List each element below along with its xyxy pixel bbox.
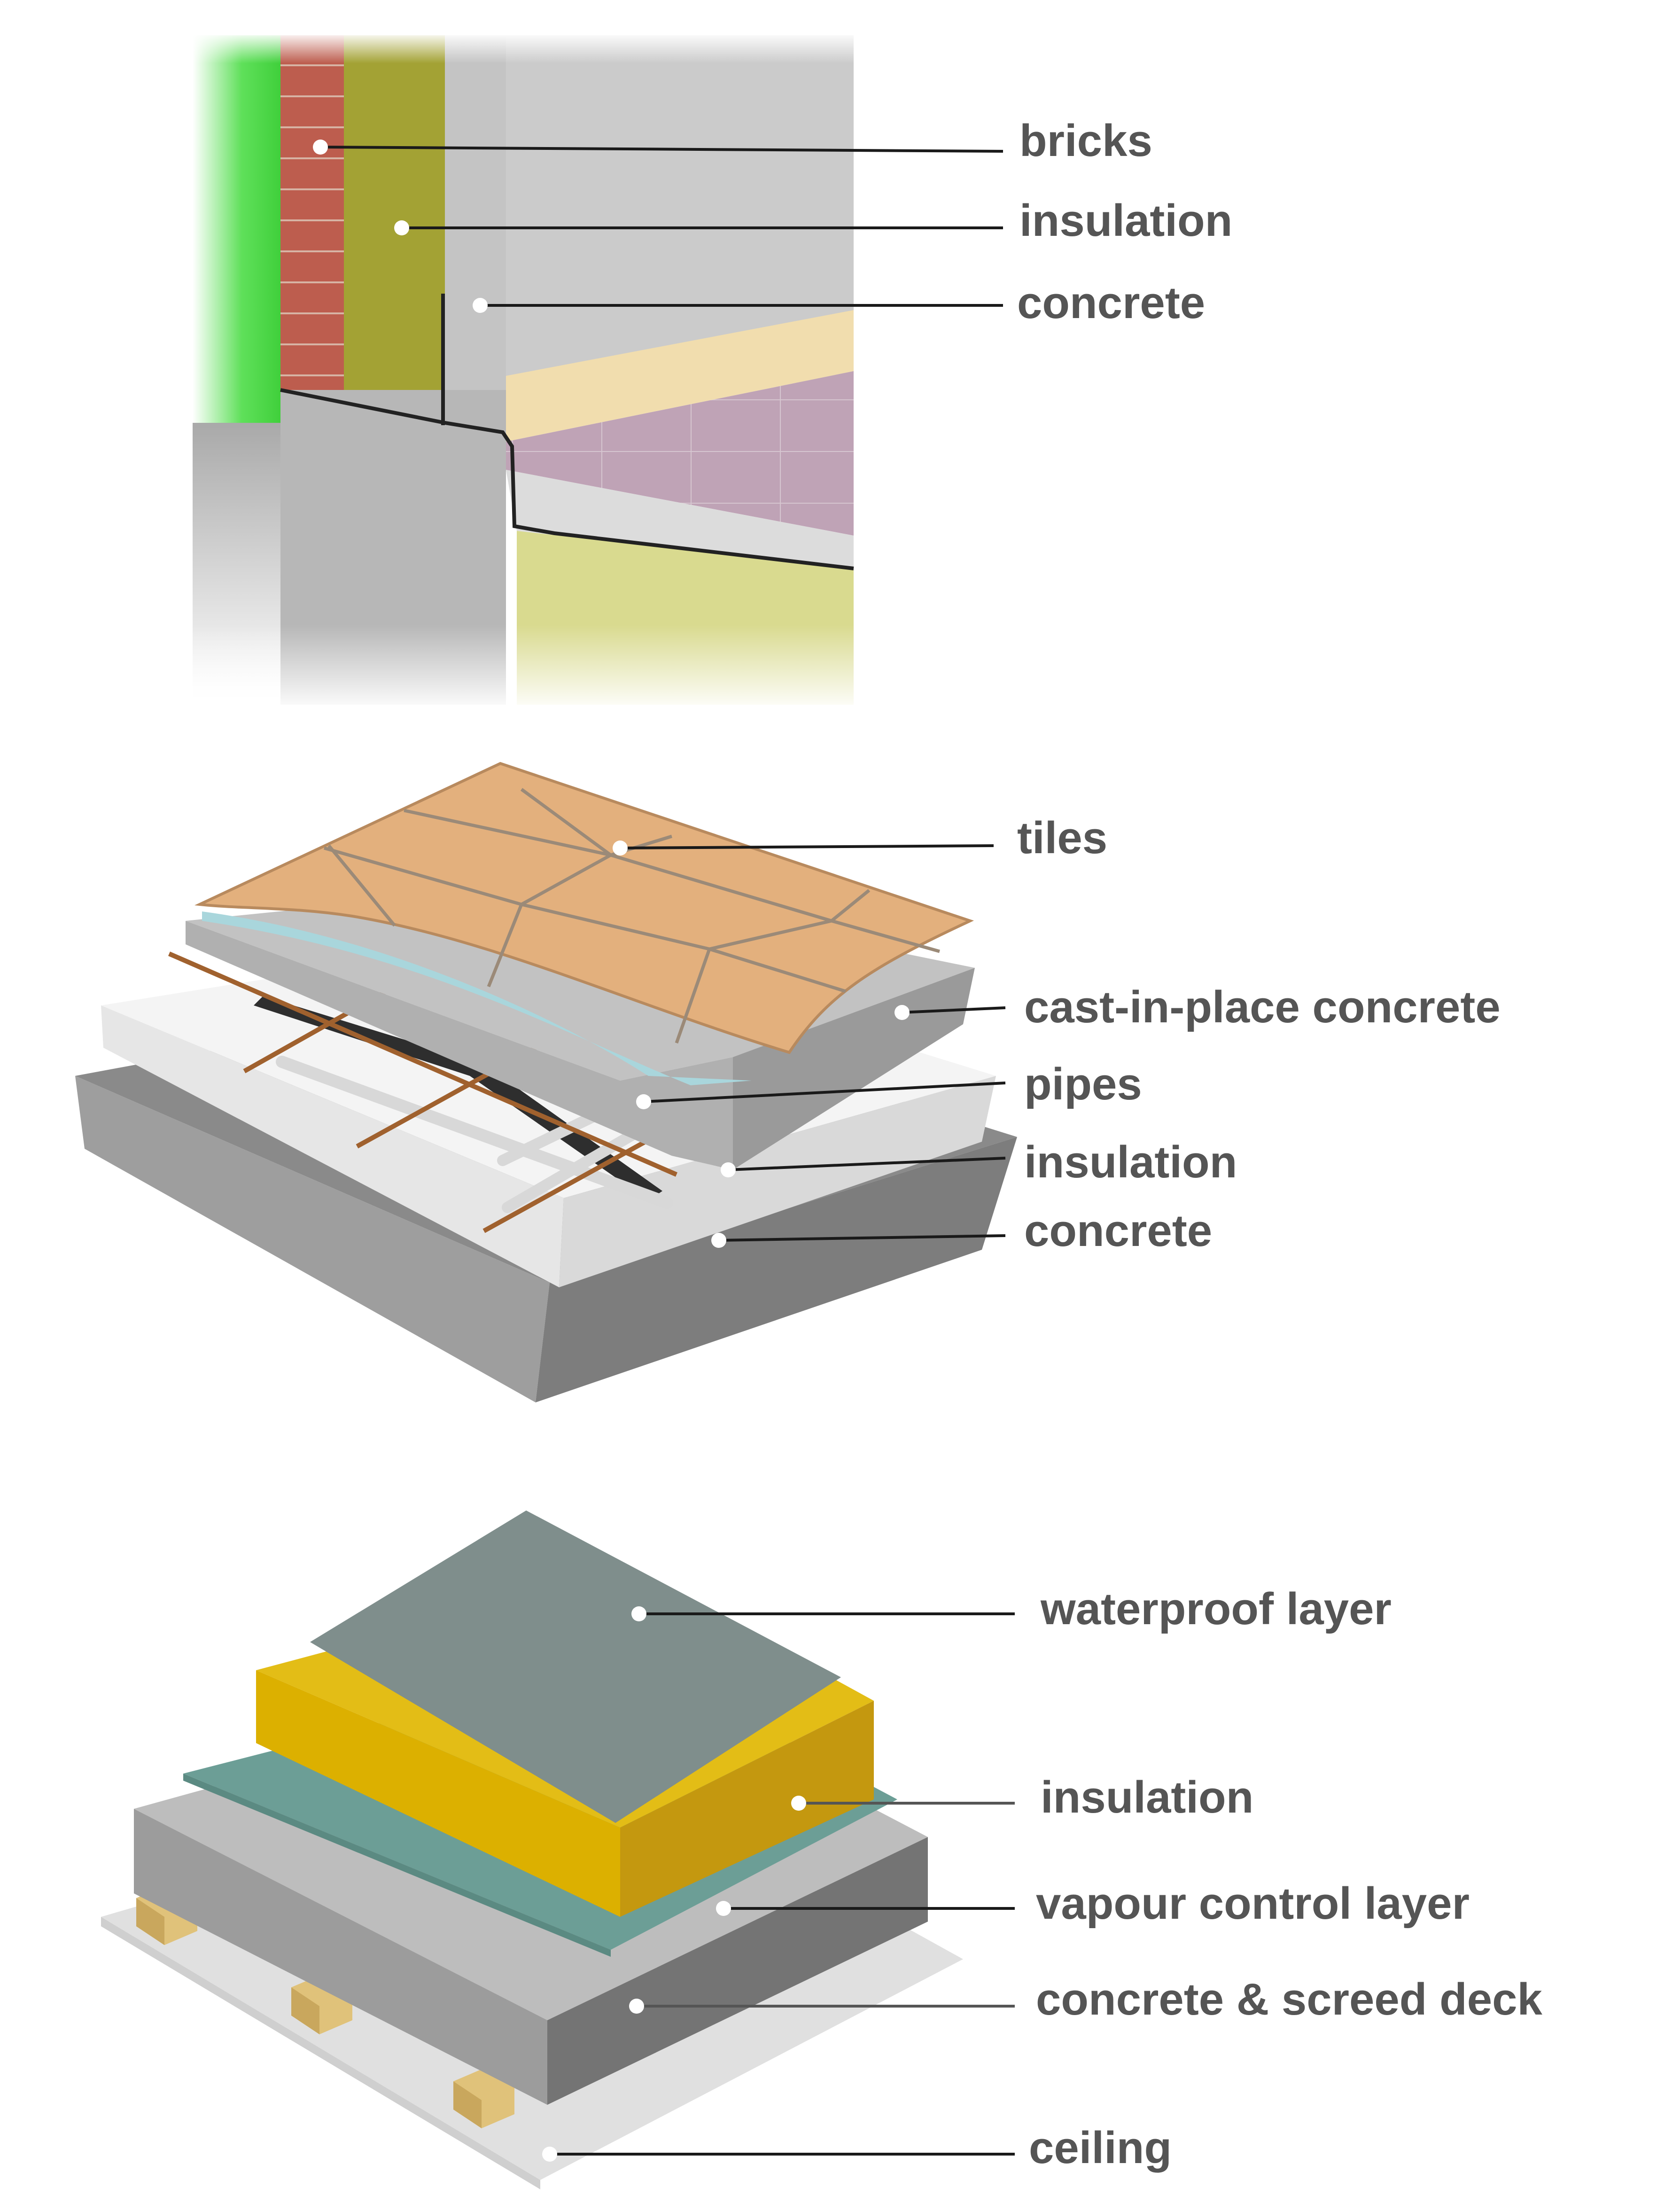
insulation-side [620,1701,874,1917]
leader-insulation [728,1157,1006,1171]
brick-wall [280,35,344,395]
marker-pipes [636,1094,651,1109]
floor-tiles [506,371,854,536]
screed-side [733,968,975,1170]
label-bricks: bricks [1019,116,1152,166]
label-waterproof-layer: waterproof layer [1041,1584,1392,1634]
label-concrete: concrete [1024,1206,1213,1256]
rebar-4 [482,1130,664,1233]
wall-section-diagram: bricks insulation concrete [0,0,1680,724]
label-insulation: insulation [1024,1137,1237,1187]
pipe-1 [276,1056,673,1209]
grass-background [193,35,282,439]
tile-surface [194,762,974,1054]
membrane [202,911,752,1085]
floor-slab [506,470,854,568]
label-pipes: pipes [1024,1059,1142,1109]
marker-waterproof [631,1606,646,1621]
skirting-board [506,310,854,442]
leader-pipes [643,1082,1006,1103]
label-cast-in-place-concrete: cast-in-place concrete [1024,982,1501,1032]
top-fade [193,35,855,63]
marker-ceiling [542,2147,557,2162]
leader-bricks [320,146,1003,153]
concrete-wall [445,35,506,439]
label-vapour-control-layer: vapour control layer [1036,1878,1470,1929]
label-ceiling: ceiling [1029,2123,1172,2173]
marker-tiles [613,841,628,856]
deck-side [547,1837,928,2105]
label-concrete: concrete [1017,278,1206,328]
roof-buildup-diagram: waterproof layer insulation vapour contr… [0,1475,1680,2203]
marker-insulation [394,220,409,235]
marker-concrete [711,1233,726,1248]
marker-deck [629,1999,644,2014]
waterproof-layer [310,1510,841,1823]
deck-front [134,1809,547,2105]
insulation-board-front [101,1005,564,1287]
leader-tiles [620,844,994,849]
insulation-board-side [559,1076,996,1287]
bottom-fade [193,625,855,707]
marker-insulation [721,1162,736,1177]
ceiling-sheet-edge [101,1917,540,2189]
base-slab-side [536,1137,1017,1402]
marker-bricks [313,140,328,155]
roof-buildup-illustration [101,1510,1015,2189]
label-insulation: insulation [1041,1772,1254,1822]
screed-front [186,921,733,1170]
heated-floor-diagram: tiles cast-in-place concrete pipes insul… [0,733,1680,1438]
leader-concrete [718,1234,1006,1242]
insulation-front [256,1670,620,1917]
label-concrete-screed-deck: concrete & screed deck [1036,1974,1542,2024]
wall-section-illustration [193,35,1003,707]
leader-cast-concrete [902,1006,1006,1014]
wall-insulation [344,35,445,430]
vapour-layer-edge [183,1774,611,1957]
marker-cast-concrete [894,1005,910,1020]
marker-concrete [473,298,488,313]
heated-floor-illustration [75,762,1017,1402]
marker-vapour [716,1901,731,1916]
base-slab-front [75,1076,550,1402]
tile-grout [324,788,940,1044]
label-insulation: insulation [1019,195,1233,246]
marker-insulation [791,1796,806,1811]
rebar-1 [168,951,677,1177]
label-tiles: tiles [1017,813,1108,863]
